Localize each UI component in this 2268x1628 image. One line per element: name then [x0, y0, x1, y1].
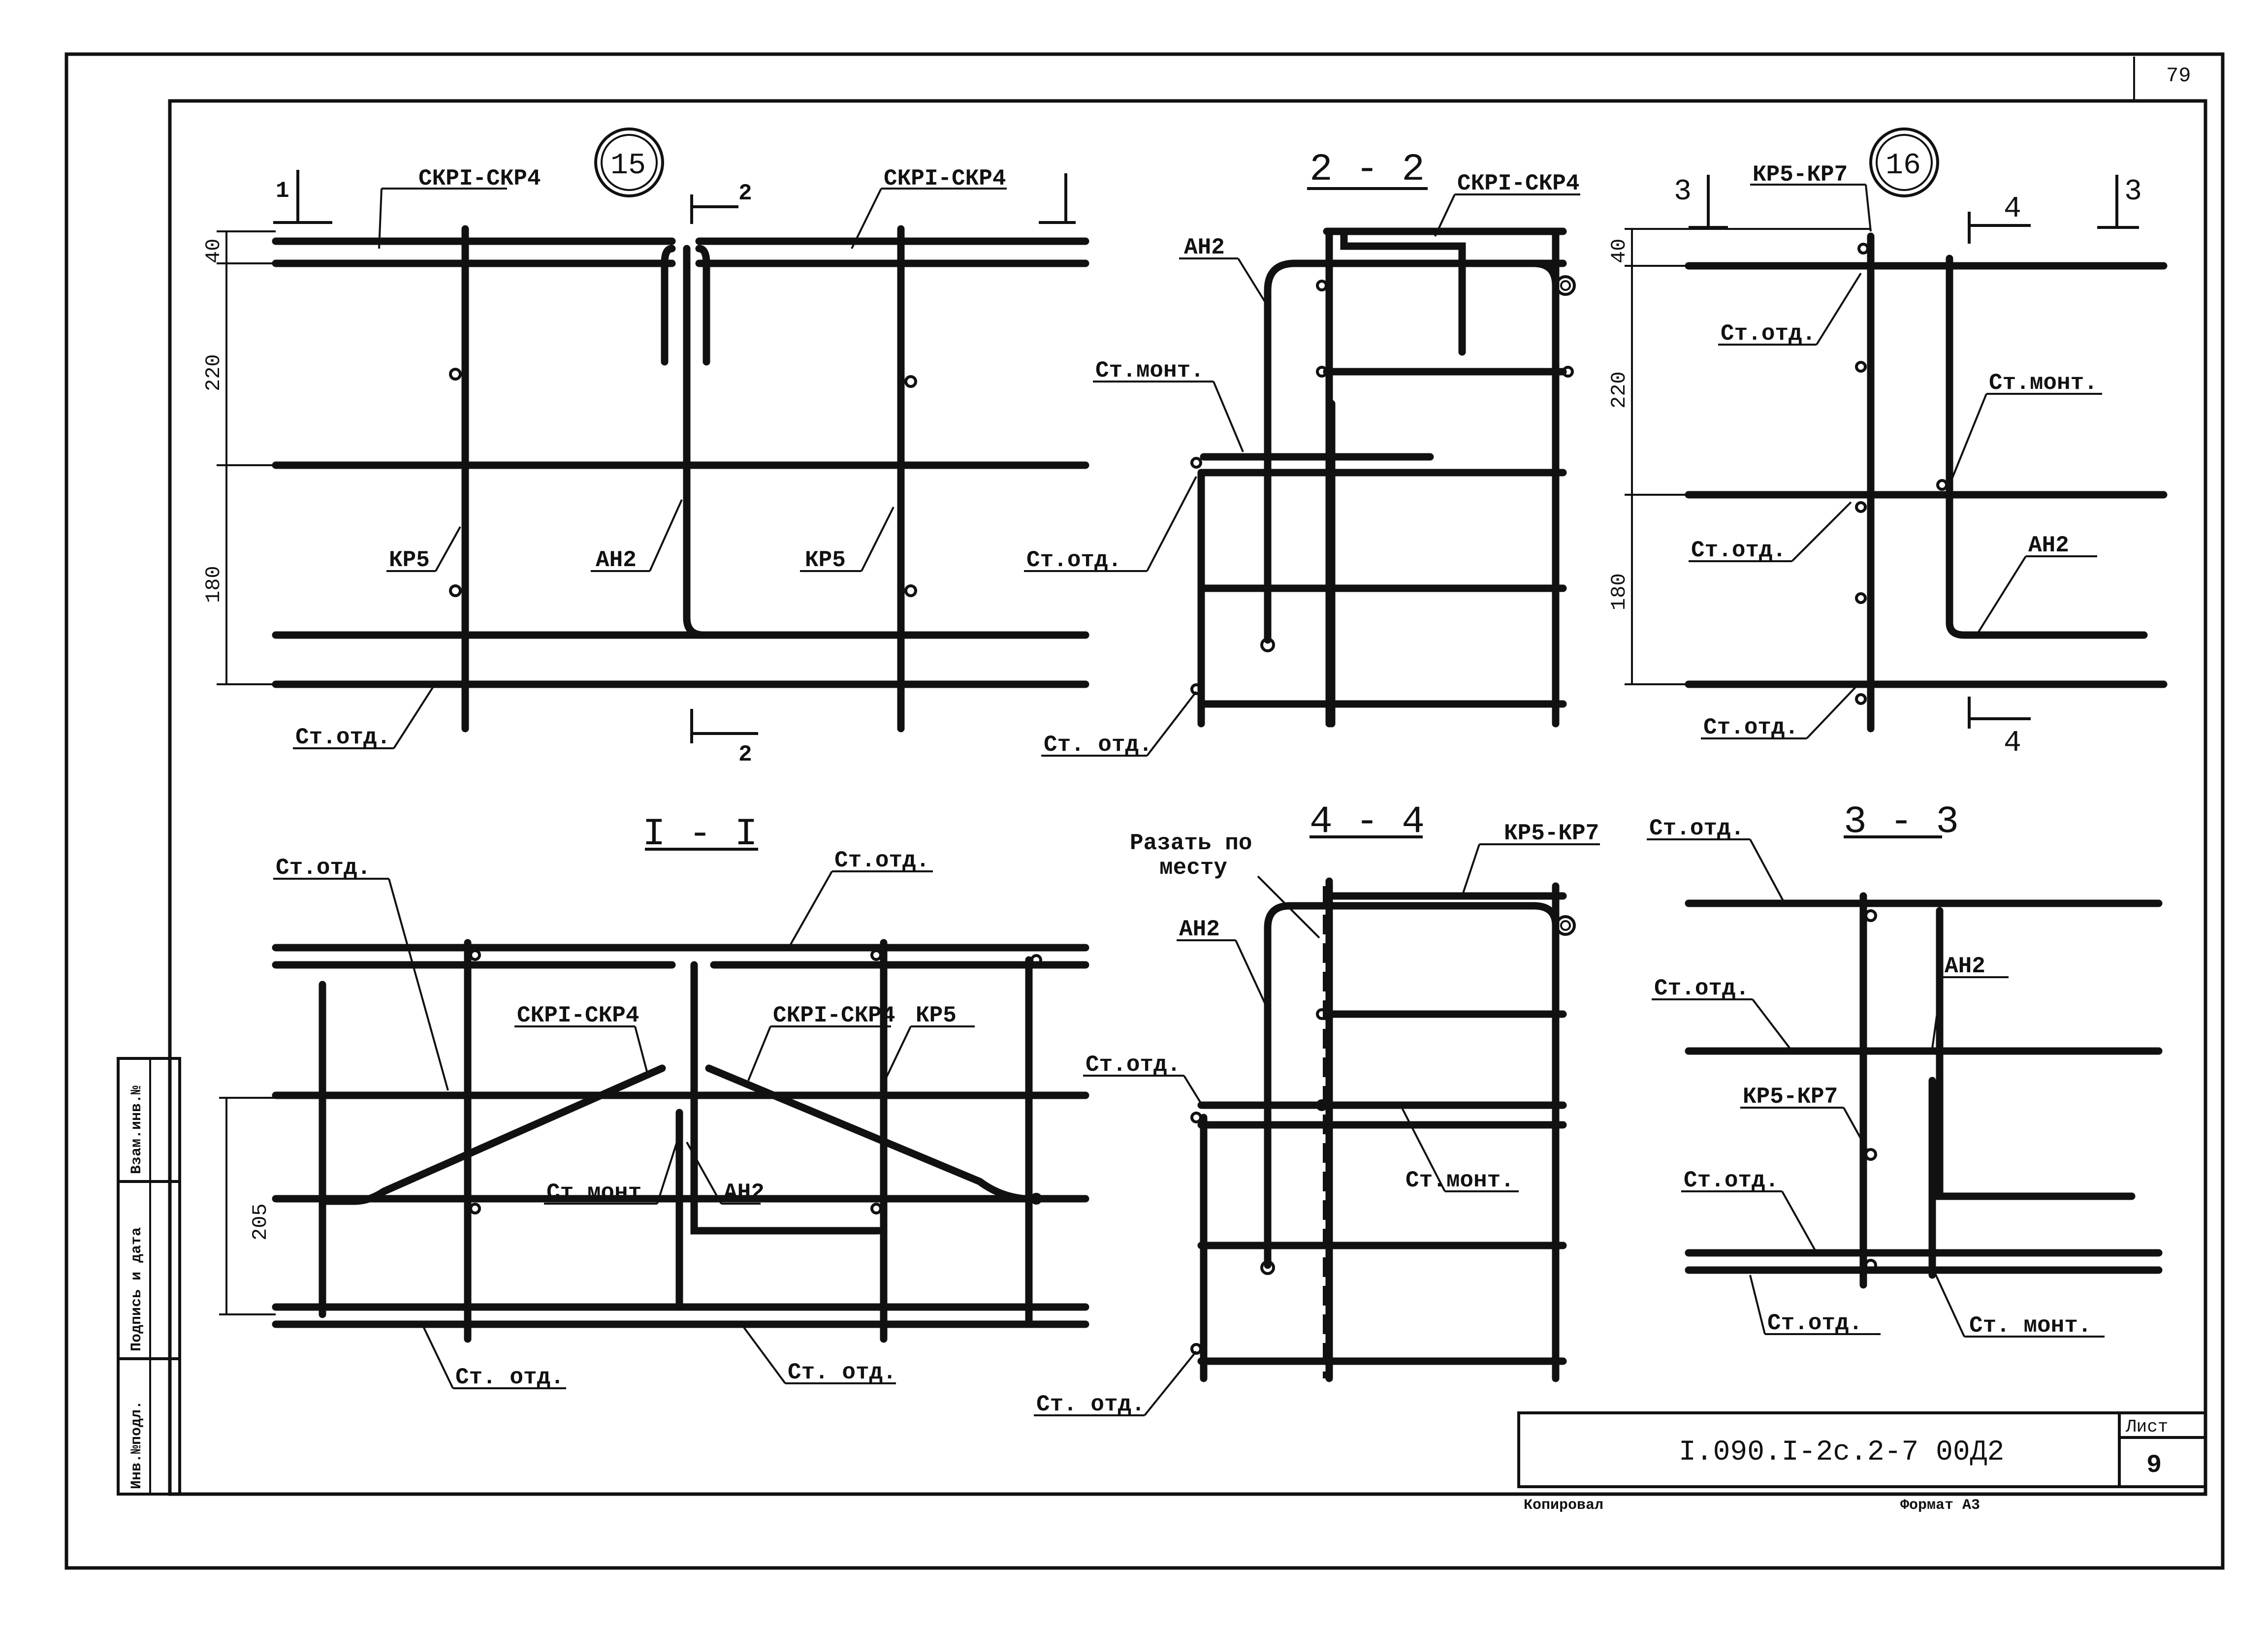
section-3-3-label-st-otd-mid: Ст.отд. — [1654, 976, 1749, 1001]
section-1-1-dim-205: 205 — [249, 1203, 272, 1241]
section-4-4-title: 4 - 4 — [1310, 800, 1425, 844]
node-15-label-an2: АН2 — [596, 547, 637, 573]
designation: I.090.I-2c.2-7 00Д2 — [1679, 1436, 2004, 1468]
node-15-label-kp5-right: КР5 — [805, 547, 846, 573]
section-1-1-view — [219, 848, 1089, 1389]
node-16-label-st-otd-3: Ст.отд. — [1703, 715, 1798, 740]
section-4-4-label-cut-2: месту — [1159, 855, 1227, 881]
section-2-2-view — [1024, 187, 1580, 757]
node-15-label-ckp-right: СКРI-СКР4 — [884, 166, 1006, 192]
format-label: Формат А3 — [1900, 1497, 1980, 1514]
section-1-1-label-st-mont: Ст.монт. — [546, 1180, 655, 1206]
section-1-1-label-st-otd-left: Ст.отд. — [276, 855, 371, 881]
stamp-sign-date: Подпись и дата — [128, 1227, 145, 1351]
node-16-cut3-left: 3 — [1674, 175, 1692, 209]
section-2-2-label-st-mont: Ст.монт. — [1095, 358, 1204, 383]
stamp-replace-inv: Взам.инв.№ — [128, 1085, 145, 1174]
stamp-column — [117, 1057, 181, 1496]
node-16-cut3-right: 3 — [2124, 175, 2142, 209]
section-1-1-label-ckp-right: СКРI-СКР4 — [773, 1003, 895, 1028]
section-3-3-label-st-otd-lower: Ст.отд. — [1684, 1168, 1779, 1193]
node-15-dim-180: 180 — [202, 566, 225, 603]
node-16-label-st-otd-2: Ст.отд. — [1691, 538, 1786, 563]
node-16-label-kp: КР5-КР7 — [1753, 162, 1848, 188]
section-2-2-label-ckp: СКРI-СКР4 — [1457, 171, 1579, 196]
node-15-cut2-top: 2 — [738, 181, 752, 206]
sheet-frame — [64, 52, 2225, 1570]
node-16-dim-180: 180 — [1607, 573, 1631, 610]
section-3-3-view — [1647, 835, 2163, 1338]
node-16-cut4-top: 4 — [2004, 192, 2021, 226]
section-4-4-view — [1034, 835, 1600, 1416]
copied-label: Копировал — [1524, 1497, 1603, 1514]
stamp-inv-no: Инв.№подл. — [128, 1401, 145, 1489]
section-2-2-label-st-otd-mid: Ст.отд. — [1026, 547, 1121, 573]
node-16-cut4-bottom: 4 — [2004, 727, 2021, 760]
node-15-label-ckp-left: СКРI-СКР4 — [418, 166, 541, 192]
node-15-dim-220: 220 — [202, 354, 225, 391]
section-4-4-label-kp: КР5-КР7 — [1504, 821, 1599, 846]
section-3-3-label-st-mont: Ст. монт. — [1969, 1313, 2091, 1339]
section-1-1-label-st-otd-bottom-right: Ст. отд. — [788, 1360, 896, 1385]
node-16-label-st-mont: Ст.монт. — [1989, 370, 2098, 396]
section-3-3-label-an2: АН2 — [1945, 954, 1985, 979]
section-1-1-label-st-otd-right: Ст.отд. — [834, 848, 929, 873]
node-15-cut2-bottom: 2 — [738, 742, 752, 767]
page-mark: 79 — [2166, 64, 2191, 88]
node-16-number: 16 — [1885, 149, 1921, 183]
section-4-4-label-st-otd-left: Ст.отд. — [1086, 1052, 1181, 1078]
sheet-number: 9 — [2146, 1451, 2162, 1480]
section-1-1-label-ckp-left: СКРI-СКР4 — [517, 1003, 639, 1028]
node-15-dim-40: 40 — [202, 239, 225, 263]
section-4-4-label-st-otd-bottom: Ст. отд. — [1036, 1392, 1145, 1417]
node-15-cut1-mark: 1 — [276, 178, 289, 204]
section-1-1-label-st-otd-bottom-left: Ст. отд. — [455, 1365, 564, 1390]
node-16-label-st-otd-1: Ст.отд. — [1721, 321, 1816, 347]
node-15-number: 15 — [610, 149, 646, 183]
section-3-3-title: 3 - 3 — [1844, 800, 1959, 844]
sheet-label: Лист — [2125, 1417, 2168, 1437]
node-16-label-an2: АН2 — [2028, 533, 2069, 558]
node-16-dim-220: 220 — [1607, 371, 1631, 409]
section-1-1-label-an2: АН2 — [724, 1180, 765, 1206]
node-15-label-kp5-left: КР5 — [389, 547, 430, 573]
node-15-view — [217, 128, 1089, 749]
section-2-2-label-an2: АН2 — [1184, 235, 1225, 260]
section-4-4-label-cut-1: Разать по — [1130, 830, 1252, 856]
node-16-dim-40: 40 — [1607, 239, 1631, 263]
node-16-view — [1625, 128, 2168, 739]
section-2-2-label-st-otd-bottom: Ст. отд. — [1044, 732, 1152, 758]
section-4-4-label-st-mont: Ст.монт. — [1406, 1168, 1514, 1193]
section-4-4-label-an2: АН2 — [1179, 917, 1220, 942]
section-3-3-label-kp: КР5-КР7 — [1743, 1084, 1838, 1110]
section-3-3-label-st-otd-bottom: Ст.отд. — [1767, 1310, 1862, 1336]
section-3-3-label-st-otd-top: Ст.отд. — [1649, 816, 1744, 841]
section-1-1-title: I - I — [642, 813, 758, 856]
node-15-label-st-otd: Ст.отд. — [295, 725, 390, 750]
section-1-1-label-kp5: КР5 — [916, 1003, 957, 1028]
title-block — [1517, 1411, 2207, 1488]
section-2-2-title: 2 - 2 — [1310, 148, 1425, 192]
